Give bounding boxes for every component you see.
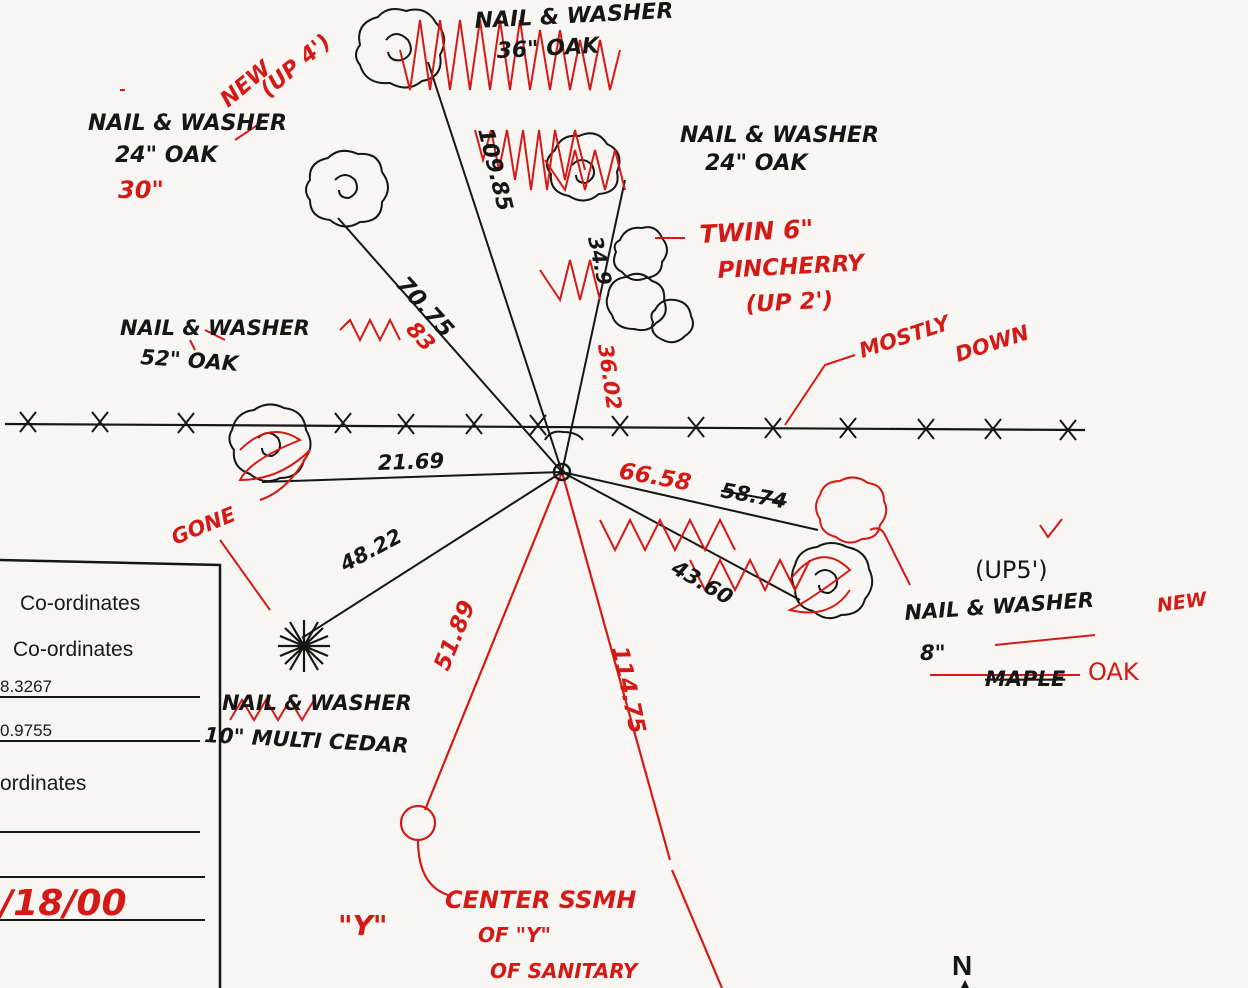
dist-pincherry-red: 36.02 [593, 342, 626, 411]
sanitary-lines [399, 471, 724, 988]
label-oak24w-line2: 24" OAK [115, 143, 219, 168]
coordinates-box: Co-ordinates Co-ordinates 8.3267 0.9755 … [0, 558, 222, 988]
tree-red-outline-icon [815, 476, 888, 544]
label-center-line3: OF SANITARY [490, 959, 640, 983]
dist-maple: 43.60 [667, 555, 737, 610]
dist-oak52: 21.69 [377, 449, 444, 475]
label-oak24e-line2: 24" OAK [705, 151, 809, 176]
label-maple-new: NEW [1156, 588, 1209, 617]
dist-oak36: 109.85 [472, 125, 517, 213]
dist-cedar: 48.22 [335, 524, 406, 577]
label-oak24e-line1: NAIL & WASHER [680, 123, 879, 148]
label-y: "Y" [338, 909, 387, 942]
label-twin-line1: TWIN 6" [699, 214, 814, 249]
label-center-line1: CENTER SSMH [445, 886, 636, 914]
dist-sanitary-b: 114.75 [606, 644, 650, 736]
label-twin-line3: (UP 2') [745, 287, 834, 318]
label-twin-line2: PINCHERRY [717, 250, 867, 284]
label-oak52-line2: 52" OAK [140, 345, 241, 376]
dist-maple-old: 58.74 [719, 478, 789, 513]
tree-oak36-icon [355, 8, 446, 89]
coords-value-1: 8.3267 [0, 677, 52, 696]
label-down: DOWN [952, 320, 1032, 366]
label-oak36-line2: 36" OAK [496, 34, 602, 64]
north-arrow-icon [961, 980, 969, 988]
coords-title-2: Co-ordinates [13, 638, 133, 661]
coords-title-3: ordinates [0, 772, 86, 795]
coords-date: /18/00 [0, 883, 127, 924]
tree-pincherry-icon [605, 226, 694, 344]
label-maple-oak: OAK [1088, 658, 1140, 686]
label-maple-size: 8" [920, 641, 946, 665]
label-oak36-line1: NAIL & WASHER [474, 0, 674, 34]
label-cedar-line2: 10" MULTI CEDAR [204, 723, 409, 758]
label-oak24w-size: 30" [118, 176, 164, 204]
fence-line [4, 411, 1086, 441]
coords-value-2: 0.9755 [0, 721, 52, 740]
label-mostly: MOSTLY [856, 310, 954, 362]
label-maple-name: MAPLE [985, 667, 1066, 691]
red-scribbles [120, 19, 1096, 722]
label-center-line2: OF "Y" [478, 923, 551, 947]
label-oak52-line1: NAIL & WASHER [120, 316, 310, 340]
label-maple-up: (UP5') [975, 556, 1048, 584]
dist-maple-red: 66.58 [617, 458, 693, 496]
tree-oak24w-icon [305, 149, 389, 228]
dist-sanitary-a: 51.89 [429, 597, 480, 674]
center-point [552, 462, 572, 482]
label-oak24w-line1: NAIL & WASHER [88, 111, 287, 136]
coords-title-1: Co-ordinates [20, 592, 140, 615]
label-gone: GONE [168, 502, 240, 550]
north-label: N [952, 950, 972, 981]
label-maple-line1: NAIL & WASHER [904, 588, 1095, 625]
survey-lines [261, 61, 819, 639]
label-cedar-line1: NAIL & WASHER [222, 691, 412, 715]
tree-cedar-icon [278, 620, 330, 672]
